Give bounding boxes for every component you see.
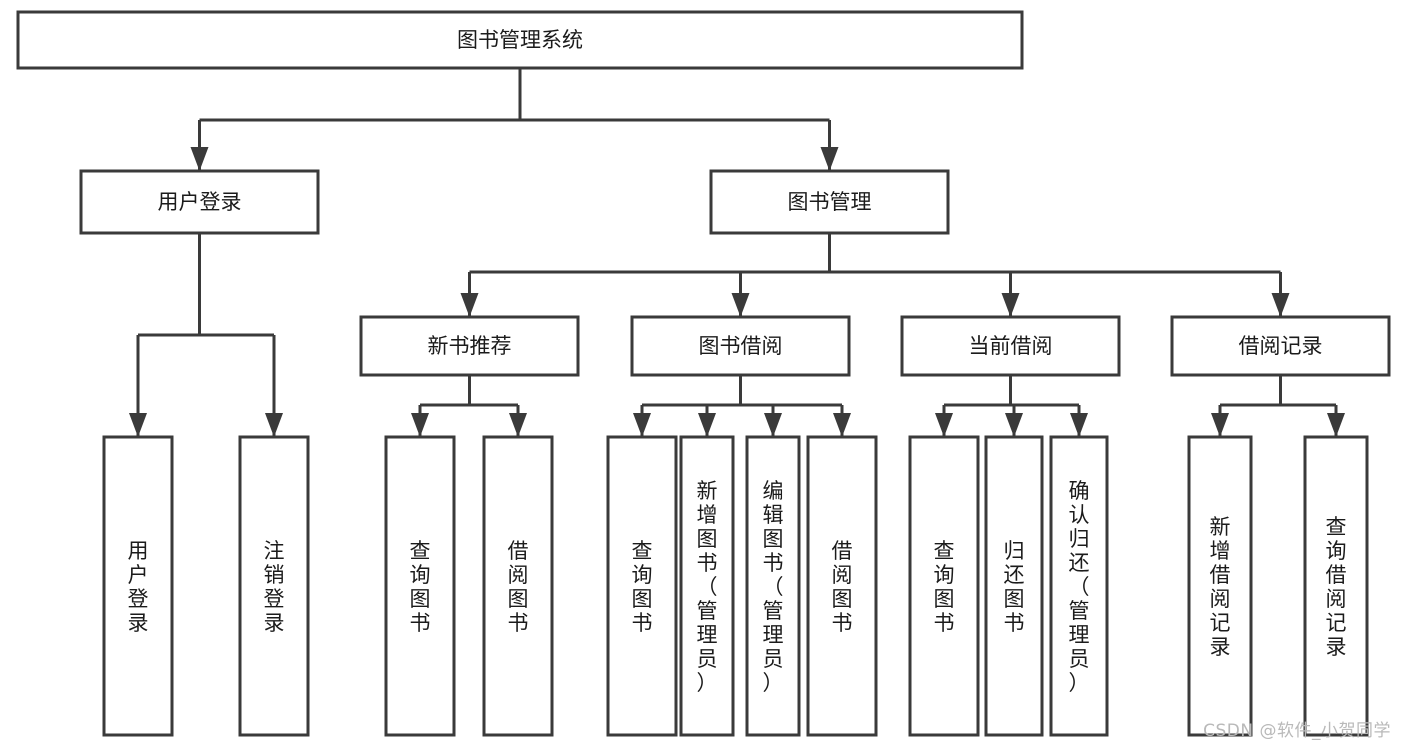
- node-current-borrow[interactable]: 当前借阅: [900, 315, 1121, 377]
- node-new-book-rec[interactable]: 新书推荐: [359, 315, 580, 377]
- arrow-head-icon: [411, 413, 429, 437]
- arrow-head-icon: [460, 293, 479, 317]
- node-label-leaf-query-book-borrow: 查询图书: [632, 539, 653, 635]
- node-leaf-user-login[interactable]: 用户登录: [102, 435, 174, 737]
- node-box-leaf-query-book-cur[interactable]: [908, 435, 980, 737]
- node-borrow-record[interactable]: 借阅记录: [1170, 315, 1391, 377]
- arrow-head-icon: [129, 413, 147, 437]
- arrow-head-icon: [764, 413, 782, 437]
- arrow-head-icon: [935, 413, 953, 437]
- node-box-root[interactable]: [16, 10, 1024, 70]
- node-leaf-borrow-book[interactable]: 借阅图书: [806, 435, 878, 737]
- node-box-book-manage[interactable]: [709, 169, 950, 235]
- node-box-leaf-edit-book[interactable]: [745, 435, 801, 737]
- node-leaf-confirm-return[interactable]: 确认归还（管理员）: [1049, 435, 1109, 737]
- node-box-leaf-add-book[interactable]: [679, 435, 735, 737]
- node-label-leaf-add-record: 新增借阅记录: [1210, 515, 1231, 659]
- node-leaf-query-book-borrow[interactable]: 查询图书: [606, 435, 678, 737]
- node-box-user-login[interactable]: [79, 169, 320, 235]
- arrow-head-icon: [820, 147, 839, 171]
- node-label-leaf-confirm-return: 确认归还（管理员）: [1069, 479, 1090, 695]
- node-label-leaf-query-record: 查询借阅记录: [1326, 515, 1347, 659]
- node-box-leaf-query-record[interactable]: [1303, 435, 1369, 737]
- node-book-manage[interactable]: 图书管理: [709, 169, 950, 235]
- node-label-new-book-rec: 新书推荐: [428, 334, 512, 358]
- node-leaf-query-record[interactable]: 查询借阅记录: [1303, 435, 1369, 737]
- node-leaf-edit-book[interactable]: 编辑图书（管理员）: [745, 435, 801, 737]
- node-leaf-query-book-cur[interactable]: 查询图书: [908, 435, 980, 737]
- node-box-leaf-query-book-rec[interactable]: [384, 435, 456, 737]
- node-box-current-borrow[interactable]: [900, 315, 1121, 377]
- node-leaf-add-book[interactable]: 新增图书（管理员）: [679, 435, 735, 737]
- node-label-leaf-borrow-book: 借阅图书: [832, 539, 853, 635]
- node-label-leaf-return-book: 归还图书: [1004, 539, 1025, 635]
- node-label-leaf-user-logout: 注销登录: [264, 539, 285, 635]
- node-label-leaf-add-book: 新增图书（管理员）: [697, 479, 718, 695]
- arrow-head-icon: [1070, 413, 1088, 437]
- arrow-head-icon: [633, 413, 651, 437]
- arrow-head-icon: [833, 413, 851, 437]
- node-root[interactable]: 图书管理系统: [16, 10, 1024, 70]
- csdn-watermark: CSDN @软件_小贺同学: [1203, 721, 1391, 741]
- node-box-new-book-rec[interactable]: [359, 315, 580, 377]
- arrow-head-icon: [1271, 293, 1290, 317]
- node-leaf-add-record[interactable]: 新增借阅记录: [1187, 435, 1253, 737]
- arrow-head-icon: [1327, 413, 1345, 437]
- node-layer: 图书管理系统用户登录图书管理新书推荐图书借阅当前借阅借阅记录用户登录注销登录查询…: [16, 10, 1391, 737]
- node-box-leaf-query-book-borrow[interactable]: [606, 435, 678, 737]
- node-label-book-manage: 图书管理: [788, 190, 872, 214]
- node-box-borrow-record[interactable]: [1170, 315, 1391, 377]
- node-leaf-query-book-rec[interactable]: 查询图书: [384, 435, 456, 737]
- node-box-leaf-borrow-book-rec[interactable]: [482, 435, 554, 737]
- node-label-leaf-query-book-rec: 查询图书: [410, 539, 431, 635]
- node-leaf-return-book[interactable]: 归还图书: [984, 435, 1044, 737]
- node-user-login[interactable]: 用户登录: [79, 169, 320, 235]
- node-book-borrow[interactable]: 图书借阅: [630, 315, 851, 377]
- node-box-book-borrow[interactable]: [630, 315, 851, 377]
- node-box-leaf-return-book[interactable]: [984, 435, 1044, 737]
- arrow-head-icon: [265, 413, 283, 437]
- connector-layer: [129, 68, 1345, 437]
- arrow-head-icon: [1211, 413, 1229, 437]
- arrow-head-icon: [509, 413, 527, 437]
- node-box-leaf-borrow-book[interactable]: [806, 435, 878, 737]
- arrow-head-icon: [190, 147, 209, 171]
- node-label-leaf-user-login: 用户登录: [128, 539, 149, 635]
- arrow-head-icon: [698, 413, 716, 437]
- node-box-leaf-user-login[interactable]: [102, 435, 174, 737]
- node-leaf-user-logout[interactable]: 注销登录: [238, 435, 310, 737]
- node-label-user-login: 用户登录: [158, 190, 242, 214]
- node-label-current-borrow: 当前借阅: [969, 334, 1053, 358]
- arrow-head-icon: [1001, 293, 1020, 317]
- node-box-leaf-add-record[interactable]: [1187, 435, 1253, 737]
- node-label-leaf-borrow-book-rec: 借阅图书: [508, 539, 529, 635]
- node-leaf-borrow-book-rec[interactable]: 借阅图书: [482, 435, 554, 737]
- node-box-leaf-confirm-return[interactable]: [1049, 435, 1109, 737]
- node-label-root: 图书管理系统: [457, 28, 583, 52]
- node-label-leaf-query-book-cur: 查询图书: [934, 539, 955, 635]
- node-label-borrow-record: 借阅记录: [1239, 334, 1323, 358]
- node-box-leaf-user-logout[interactable]: [238, 435, 310, 737]
- node-label-book-borrow: 图书借阅: [699, 334, 783, 358]
- arrow-head-icon: [1005, 413, 1023, 437]
- arrow-head-icon: [731, 293, 750, 317]
- node-label-leaf-edit-book: 编辑图书（管理员）: [763, 479, 784, 695]
